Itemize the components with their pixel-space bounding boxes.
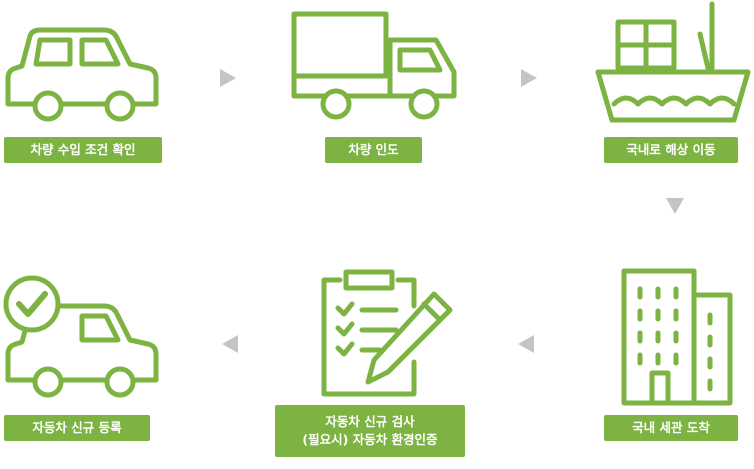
flow-arrow-left-icon <box>518 335 534 353</box>
step-label: 국내 세관 도착 <box>604 415 738 441</box>
car-icon <box>5 27 159 122</box>
step-label: 자동차 신규 등록 <box>4 415 150 441</box>
step-label-line2: (필요시) 자동차 환경인증 <box>302 432 438 447</box>
truck-icon <box>291 11 457 120</box>
clipboard-checklist-icon <box>321 269 453 397</box>
step-label: 자동차 신규 검사 (필요시) 자동차 환경인증 <box>275 405 465 457</box>
step-label-line1: 자동차 신규 검사 <box>325 414 415 429</box>
step-label: 차량 수입 조건 확인 <box>4 137 162 163</box>
flow-arrow-right-icon <box>220 69 236 87</box>
building-icon <box>621 268 733 406</box>
car-check-icon <box>3 275 159 398</box>
step-label: 국내로 해상 이동 <box>604 137 738 163</box>
step-label: 차량 인도 <box>325 137 422 163</box>
flow-arrow-down-icon <box>666 198 684 214</box>
flow-arrow-right-icon <box>521 69 537 87</box>
flow-arrow-left-icon <box>222 335 238 353</box>
ship-icon <box>595 1 751 123</box>
